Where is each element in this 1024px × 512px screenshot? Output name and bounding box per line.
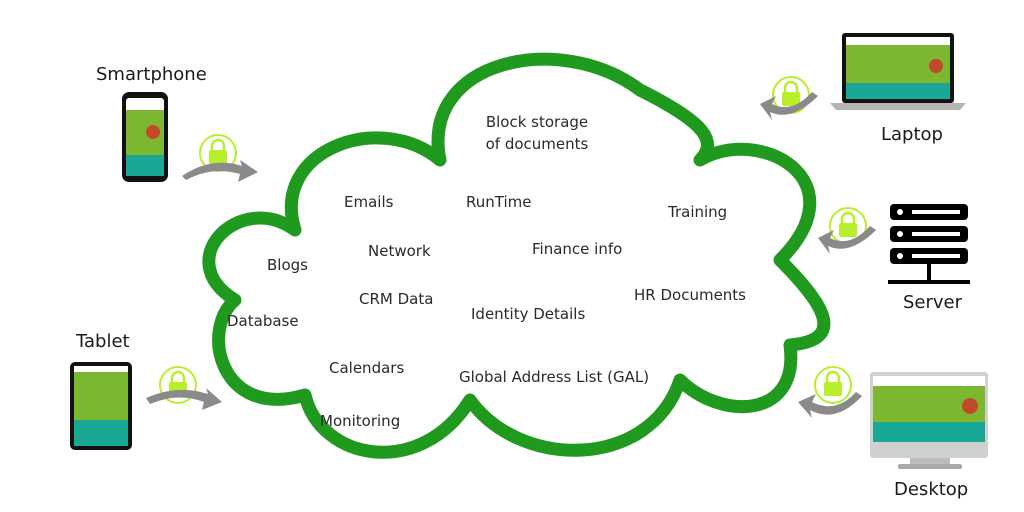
smartphone-device: [122, 92, 168, 182]
arrow-icon: [146, 388, 222, 410]
tablet-label: Tablet: [76, 331, 130, 352]
cloud-label-runtime: RunTime: [466, 193, 532, 211]
cloud-label-network: Network: [368, 242, 431, 260]
laptop-device: [830, 33, 966, 110]
lock-icon: [829, 207, 867, 245]
desktop-label: Desktop: [894, 479, 969, 500]
arrow-icon: [798, 392, 862, 418]
cloud-label-block-storage-2: of documents: [485, 135, 589, 153]
server-label: Server: [903, 292, 963, 313]
cloud-label-crm: CRM Data: [359, 290, 434, 308]
cloud-label-emails: Emails: [344, 193, 394, 211]
lock-icon: [814, 366, 852, 404]
cloud-label-block-storage: Block storage: [485, 113, 589, 131]
arrow-icon: [182, 160, 258, 182]
cloud-label-database: Database: [227, 312, 299, 330]
laptop-label: Laptop: [881, 124, 943, 145]
cloud-label-identity: Identity Details: [471, 305, 586, 323]
cloud-label-monitoring: Monitoring: [320, 412, 401, 430]
server-icon: [888, 204, 970, 284]
cloud-shape: [202, 52, 831, 459]
cloud-label-calendars: Calendars: [329, 359, 405, 377]
smartphone-label: Smartphone: [96, 64, 207, 85]
arrow-icon: [818, 226, 876, 254]
cloud-label-gal: Global Address List (GAL): [459, 368, 650, 386]
arrow-icon: [760, 92, 818, 120]
tablet-device: [70, 362, 132, 450]
cloud-label-hr: HR Documents: [634, 286, 746, 304]
desktop-device: [870, 372, 988, 469]
cloud-label-training: Training: [668, 203, 728, 221]
lock-icon: [199, 134, 237, 172]
cloud-label-blogs: Blogs: [267, 256, 308, 274]
cloud-label-finance: Finance info: [532, 240, 623, 258]
